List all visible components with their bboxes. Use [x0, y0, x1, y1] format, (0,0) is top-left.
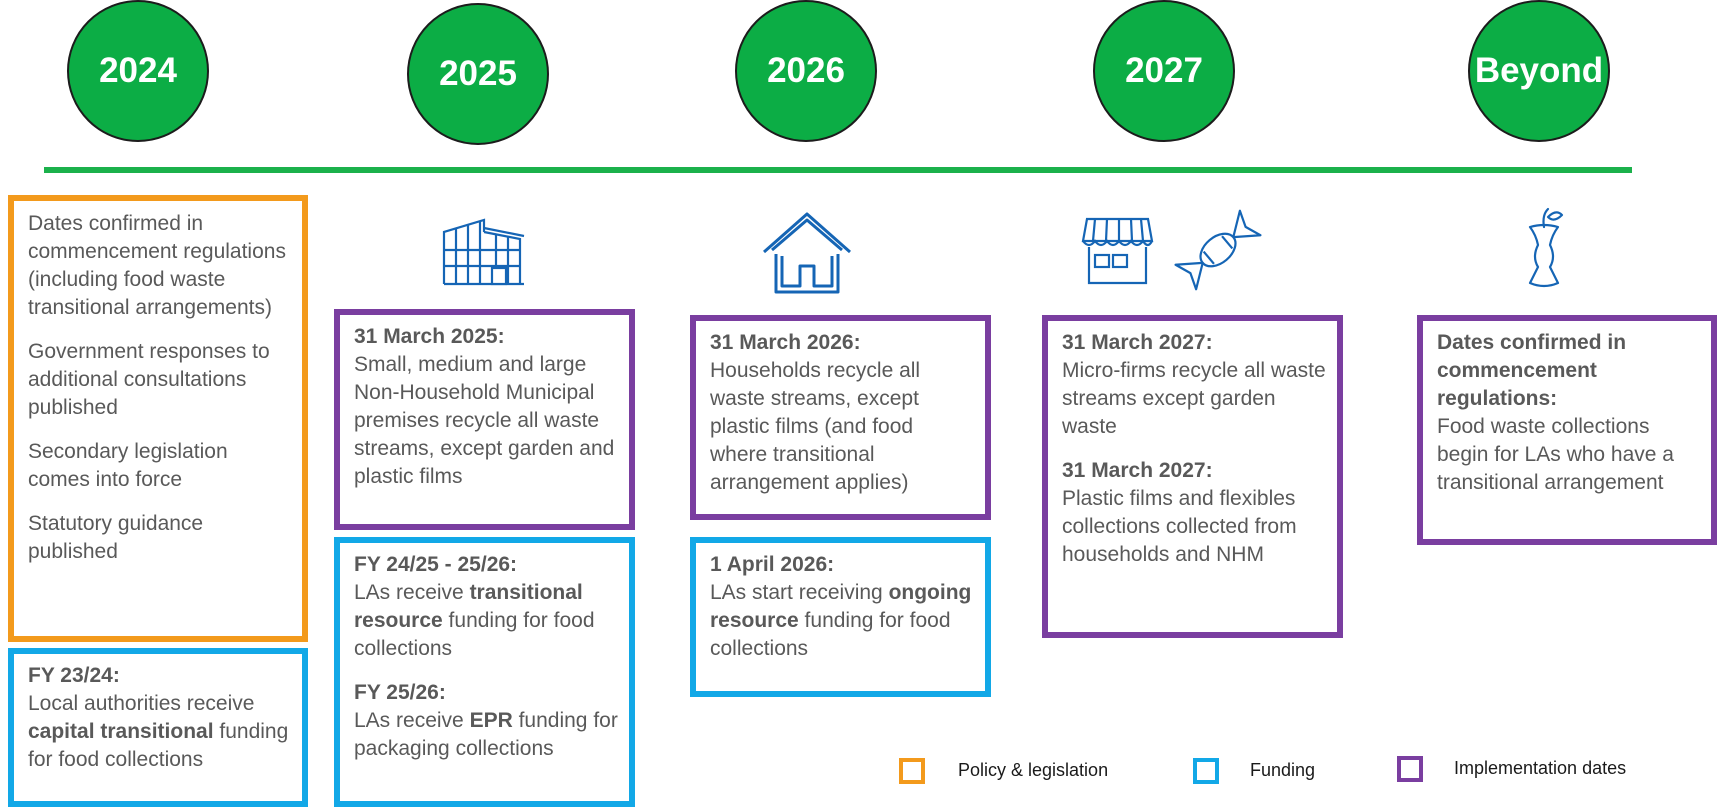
- house-icon: [763, 212, 851, 294]
- funding-heading: FY 24/25 - 25/26:: [354, 553, 518, 576]
- legend-swatch-funding: [1193, 758, 1219, 784]
- impl-box-beyond: Dates confirmed in commencement regulati…: [1417, 315, 1717, 545]
- impl-box-2027: 31 March 2027: Micro-firms recycle all w…: [1042, 315, 1343, 638]
- policy-box-2024: Dates confirmed in commencement regulati…: [8, 195, 308, 642]
- funding-box-2025: FY 24/25 - 25/26: LAs receive transition…: [334, 537, 635, 807]
- policy-item: Statutory guidance published: [28, 512, 204, 563]
- factory-icon: [442, 218, 525, 286]
- shop-icon: [1081, 217, 1154, 285]
- legend-label-implementation: Implementation dates: [1454, 758, 1627, 778]
- policy-item: Secondary legislation comes into force: [28, 440, 228, 491]
- apple-core-icon: [1528, 207, 1564, 288]
- year-2027: 2027: [1093, 0, 1235, 142]
- funding-heading: 1 April 2026:: [710, 553, 835, 576]
- policy-item: Government responses to additional consu…: [28, 340, 270, 419]
- funding-box-2024: FY 23/24: Local authorities receive capi…: [8, 648, 308, 807]
- year-2024: 2024: [67, 0, 209, 142]
- year-2025: 2025: [407, 3, 549, 145]
- legend-swatch-policy: [899, 758, 925, 784]
- legend-label-policy: Policy & legislation: [958, 760, 1109, 780]
- impl-box-2025: 31 March 2025: Small, medium and large N…: [334, 309, 635, 530]
- impl-heading: 31 March 2027:: [1062, 331, 1213, 354]
- funding-heading: FY 25/26:: [354, 681, 446, 704]
- impl-heading: Dates confirmed in commencement regulati…: [1437, 331, 1627, 410]
- impl-heading: 31 March 2027:: [1062, 459, 1213, 482]
- impl-box-2026: 31 March 2026: Households recycle all wa…: [690, 315, 991, 520]
- year-2026: 2026: [735, 0, 877, 142]
- year-beyond: Beyond: [1468, 0, 1610, 142]
- funding-box-2026: 1 April 2026: LAs start receiving ongoin…: [690, 537, 991, 697]
- policy-item: Dates confirmed in commencement regulati…: [28, 212, 286, 319]
- legend-label-funding: Funding: [1250, 760, 1316, 780]
- impl-heading: 31 March 2026:: [710, 331, 861, 354]
- timeline-line: [44, 167, 1632, 173]
- sweet-wrapper-icon: [1174, 209, 1262, 291]
- legend-swatch-implementation: [1397, 756, 1423, 782]
- impl-heading: 31 March 2025:: [354, 325, 505, 348]
- funding-heading: FY 23/24:: [28, 664, 120, 687]
